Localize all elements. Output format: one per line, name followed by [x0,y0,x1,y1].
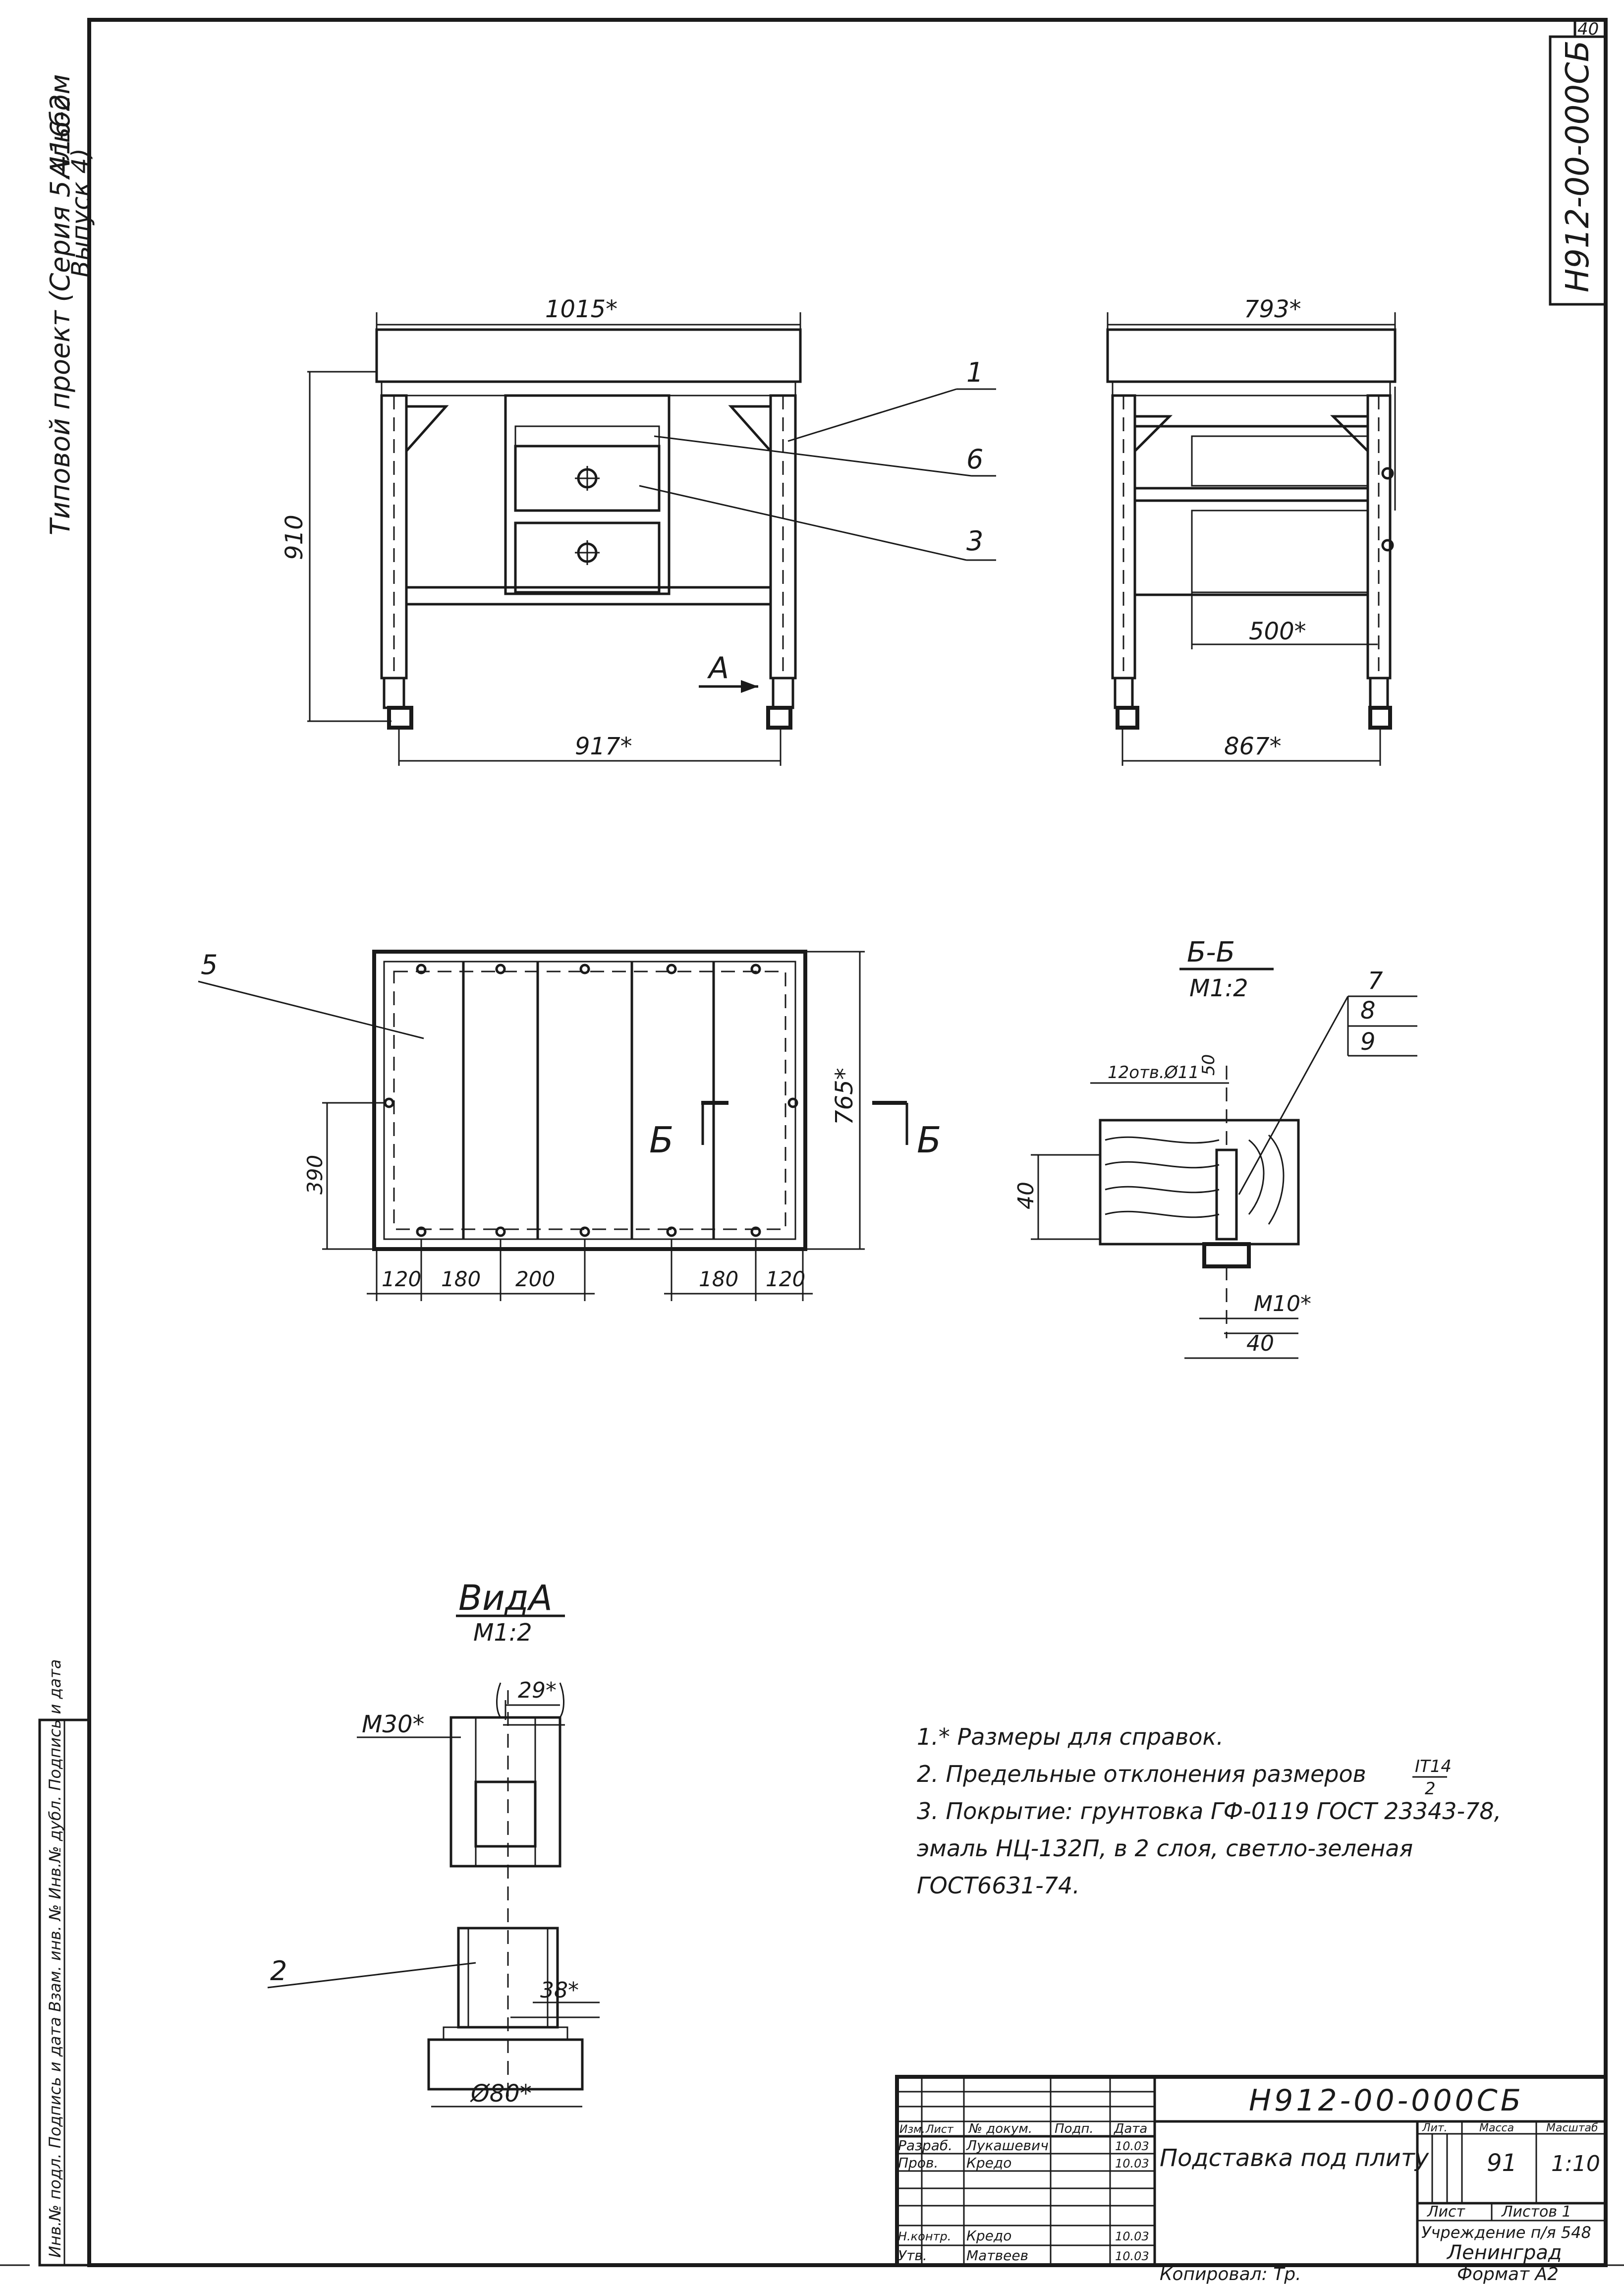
plan-view [198,950,908,1301]
section-callout-8: 8 [1360,997,1376,1025]
designation-box [1549,35,1607,306]
stamp-row2-role: Пров. [898,2155,938,2171]
view-a-width-mid: 38* [540,1978,579,2003]
view-a-title: ВидА [458,1578,553,1618]
stamp-scale-value: 1:10 [1551,2151,1600,2176]
front-callout-6: 6 [966,444,983,475]
section-holes-label: 12отв.Ø11 [1108,1063,1199,1083]
stamp-row4-role: Утв. [898,2247,927,2264]
section-mark-left: Б [649,1119,673,1161]
project-label: Типовой проект (Серия 5.416-2 [45,94,76,535]
plan-dim-2: 180 [441,1267,481,1291]
note-1: 1.* Размеры для справок. [917,1723,1224,1750]
stamp-col-izm: Изм. [899,2123,925,2136]
section-bb-scale: М1:2 [1189,974,1248,1002]
copied-label: Копировал: Тр. [1160,2264,1301,2284]
side-width-dim: 793* [1244,295,1301,323]
stamp-col-doc: № докум. [968,2121,1032,2136]
stamp-designation: Н912-00-000СБ [1249,2083,1524,2118]
note-2-fraction-num: IT14 [1415,1757,1452,1776]
stamp-row3-date: 10.03 [1115,2229,1149,2243]
view-a-scale: М1:2 [473,1619,532,1647]
stamp-row3-role: Н.контр. [898,2229,951,2243]
front-width-dim: 1015* [545,295,617,323]
stamp-title: Подставка под плиту [1160,2144,1429,2172]
view-a-callout-2: 2 [270,1955,287,1987]
plan-callout-5: 5 [201,949,218,980]
stamp-row2-date: 10.03 [1115,2157,1149,2170]
front-view [307,312,996,766]
section-offset-dim: 40 [1246,1331,1274,1356]
album-label: Альбом [45,74,76,180]
view-a-thread-label: М30* [362,1711,425,1738]
section-bolt-label: М10* [1254,1291,1311,1316]
technical-notes: 1.* Размеры для справок. 2. Предельные о… [917,1723,1501,1899]
stamp-scale-header: Масштаб [1546,2122,1598,2134]
stamp-row4-name: Матвеев [966,2247,1028,2264]
title-block [895,2075,1608,2267]
section-callout-9: 9 [1360,1028,1376,1056]
stamp-sheet-label: Лист [1427,2203,1466,2221]
front-callout-3: 3 [966,525,983,557]
stamp-row4-date: 10.03 [1115,2249,1149,2263]
stamp-row3-name: Кредо [966,2227,1011,2244]
front-base-dim: 917* [575,733,632,760]
section-callout-7: 7 [1368,967,1383,995]
view-a [267,1614,600,2108]
stamp-col-sign: Подп. [1055,2121,1094,2136]
section-depth-small: 50 [1199,1054,1219,1076]
stamp-row1-name: Лукашевич [966,2137,1049,2154]
plan-dim-5: 120 [766,1267,805,1291]
plan-dim-4: 180 [699,1267,738,1291]
section-mark-right: Б [917,1119,941,1161]
stamp-org-line1: Учреждение п/я 548 [1421,2223,1591,2242]
stamp-row1-date: 10.03 [1115,2139,1149,2153]
section-thickness-dim: 40 [1013,1182,1039,1209]
note-4: эмаль НЦ-132П, в 2 слоя, светло-зеленая [917,1835,1413,1862]
sheet-frame [0,18,1624,2267]
stamp-sheets-label: Листов 1 [1501,2203,1571,2221]
note-2-fraction-den: 2 [1425,1779,1436,1799]
side-base-dim: 867* [1224,733,1282,760]
section-bb [1031,968,1417,1359]
stamp-org-line2: Ленинград [1446,2241,1562,2264]
note-5: ГОСТ6631-74. [917,1872,1080,1899]
view-arrow-label: А [707,651,729,685]
stamp-row1-role: Разраб. [898,2137,952,2154]
stamp-lit-header: Лит. [1422,2122,1448,2134]
view-a-width-top: 29* [518,1678,557,1703]
stamp-mass-header: Масса [1479,2122,1514,2134]
front-callout-1: 1 [966,357,983,388]
plan-offset-dim: 390 [303,1155,327,1195]
section-bb-title: Б-Б [1187,936,1235,969]
issue-label: Выпуск 4) [66,148,95,278]
side-view [1106,312,1397,766]
note-3: 3. Покрытие: грунтовка ГФ-0119 ГОСТ 2334… [917,1798,1501,1825]
stamp-col-date: Дата [1114,2121,1147,2136]
side-inner-dim: 500* [1249,618,1306,645]
format-label: Формат А2 [1457,2264,1559,2284]
designation-vertical: Н912-00-000СБ [1560,40,1596,292]
stamp-row2-name: Кредо [966,2155,1011,2171]
note-2: 2. Предельные отклонения размеров [917,1761,1366,1787]
plan-depth-dim: 765* [831,1068,858,1125]
stamp-mass-value: 91 [1487,2149,1517,2177]
stamp-col-list: Лист [925,2123,954,2136]
plan-dim-3: 200 [515,1267,555,1291]
view-a-diameter: Ø80* [470,2080,532,2108]
plan-dim-1: 120 [382,1267,421,1291]
left-margin-text: Инв.№ подл. Подпись и дата Взам. инв. № … [46,1659,64,2258]
left-margin-strip [38,1718,91,2267]
front-height-dim: 910 [280,514,308,560]
